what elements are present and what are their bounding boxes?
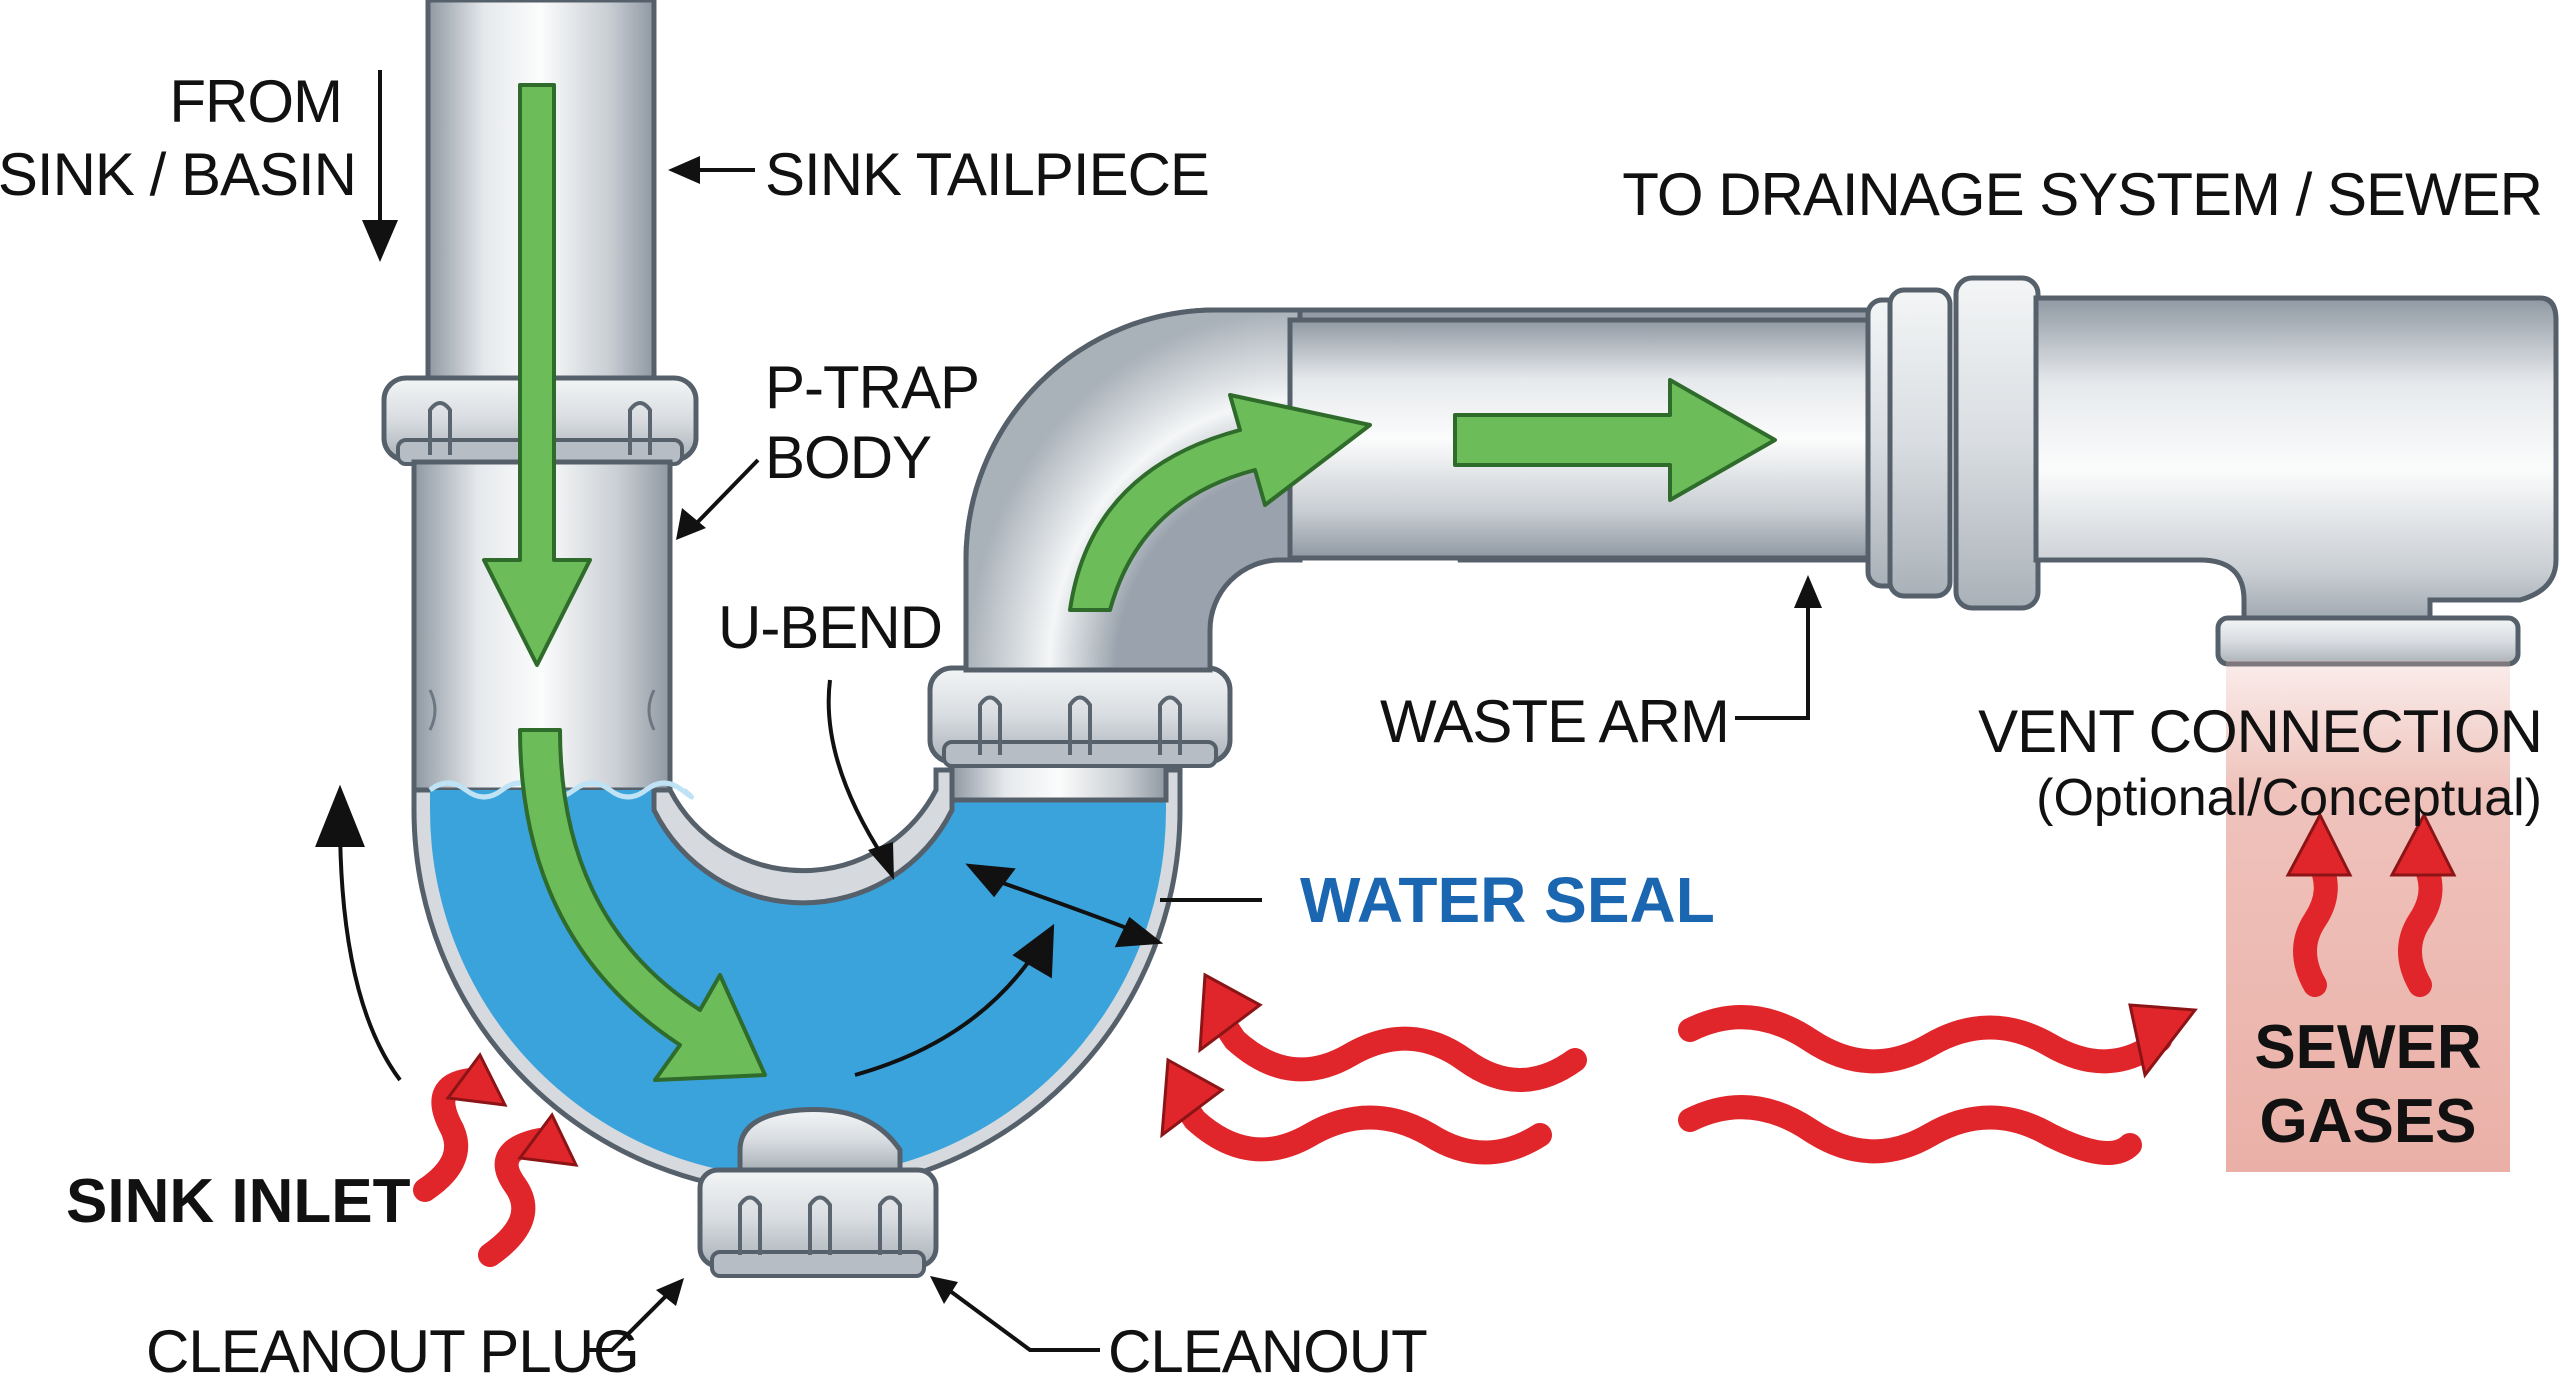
flow-arrow-curve-icon	[518, 728, 767, 1082]
water-body	[430, 790, 1166, 1178]
sink-inlet-label: SINK INLET	[66, 1167, 411, 1236]
gas-wave-right-upper	[1678, 1005, 2172, 1074]
gas-wave-left-upper	[1203, 998, 1587, 1092]
flow-arrow-down-icon	[482, 83, 592, 667]
cleanout-label: CLEANOUT	[1108, 1318, 1427, 1385]
waste-arm-label: WASTE ARM	[1380, 688, 1729, 755]
gas-wave-right-lower	[1678, 1095, 2142, 1165]
leader-lines	[362, 70, 1822, 1352]
sewer-gases-label-line2: GASES	[2259, 1087, 2476, 1156]
cleanout-plug	[697, 1107, 939, 1278]
gas-vent-wave-2	[2398, 848, 2443, 997]
gas-arrowheads	[445, 811, 2457, 1167]
drain-coupling	[1865, 275, 2041, 611]
lower-slip-nut	[927, 665, 1233, 768]
cleanout-plug-label: CLEANOUT PLUG	[146, 1318, 639, 1385]
sink-tailpiece-label: SINK TAILPIECE	[765, 141, 1209, 208]
gas-wave-left-lower	[1166, 1083, 1552, 1165]
gas-inlet-wave-1	[413, 1068, 482, 1202]
from-sink-label-line2: SINK / BASIN	[0, 141, 356, 208]
vent-connection-note: (Optional/Conceptual)	[2036, 769, 2542, 827]
sewer-gases-label-line1: SEWER	[2254, 1013, 2481, 1082]
water-seal-label: WATER SEAL	[1300, 864, 1715, 936]
circulation-arrows	[315, 784, 1164, 1082]
sanitary-tee	[2033, 295, 2559, 667]
to-drainage-label: TO DRAINAGE SYSTEM / SEWER	[1622, 161, 2542, 228]
circulation-arrow-right	[854, 943, 1042, 1077]
gas-wave-arrow-icon	[413, 848, 2443, 1267]
flow-arrow-icon	[482, 83, 1777, 1082]
p-trap-body-label-line1: P-TRAP	[765, 354, 979, 421]
from-sink-label-line1: FROM	[169, 68, 342, 135]
p-trap-body-label-line2: BODY	[765, 424, 931, 491]
gas-vent-wave-1	[2293, 848, 2338, 997]
vent-connection-label: VENT CONNECTION	[1978, 698, 2542, 765]
sewer-gas-zone	[2226, 660, 2510, 1172]
u-bend-label: U-BEND	[718, 594, 942, 661]
flow-arrow-elbow-icon	[1068, 393, 1372, 612]
water-surface-left	[428, 780, 694, 800]
flow-arrow-arm-icon	[1453, 378, 1777, 502]
circulation-arrow-left	[338, 819, 402, 1082]
gas-inlet-wave-2	[478, 1128, 552, 1267]
